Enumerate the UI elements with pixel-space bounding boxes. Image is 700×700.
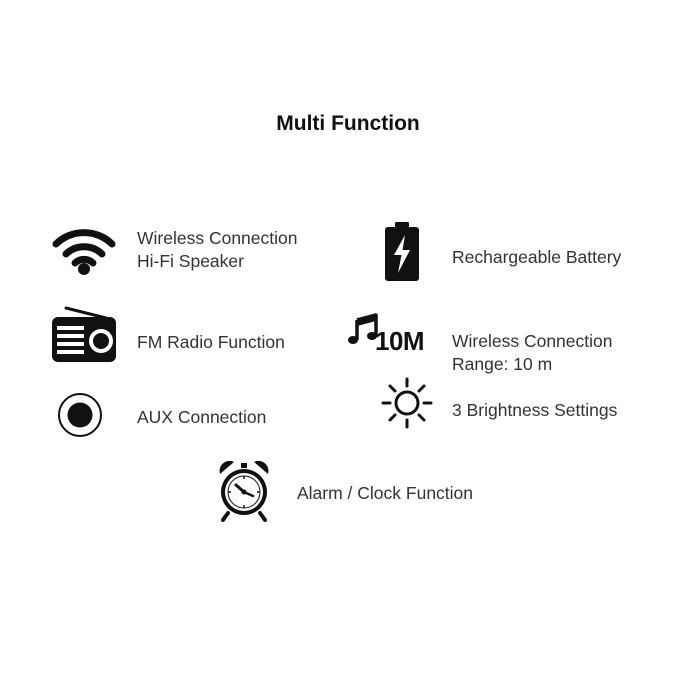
feature-range-line2: Range: 10 m (452, 354, 553, 374)
feature-radio-label: FM Radio Function (137, 331, 285, 354)
battery-icon (385, 222, 419, 281)
feature-radio-line1: FM Radio Function (137, 332, 285, 352)
feature-wireless-label: Wireless Connection Hi-Fi Speaker (137, 227, 297, 273)
sun-icon (381, 377, 433, 429)
music-note-icon (348, 313, 378, 344)
feature-alarm-label: Alarm / Clock Function (297, 482, 473, 505)
alarm-clock-icon (219, 460, 269, 522)
feature-battery-label: Rechargeable Battery (452, 246, 621, 269)
feature-wireless-line2: Hi-Fi Speaker (137, 251, 244, 271)
feature-aux-line1: AUX Connection (137, 407, 267, 427)
feature-range-line1: Wireless Connection (452, 331, 613, 351)
page-title: Multi Function (276, 112, 420, 135)
radio-icon (52, 306, 116, 362)
feature-range-label: Wireless Connection Range: 10 m (452, 330, 612, 376)
feature-alarm-line1: Alarm / Clock Function (297, 483, 474, 503)
aux-icon (58, 393, 102, 437)
range-badge: 10M (375, 326, 425, 356)
feature-aux-label: AUX Connection (137, 406, 266, 429)
feature-battery-line1: Rechargeable Battery (452, 247, 622, 267)
feature-wireless-line1: Wireless Connection (137, 228, 298, 248)
feature-brightness-label: 3 Brightness Settings (452, 399, 617, 422)
feature-brightness-line1: 3 Brightness Settings (452, 400, 618, 420)
wifi-icon (52, 229, 116, 275)
